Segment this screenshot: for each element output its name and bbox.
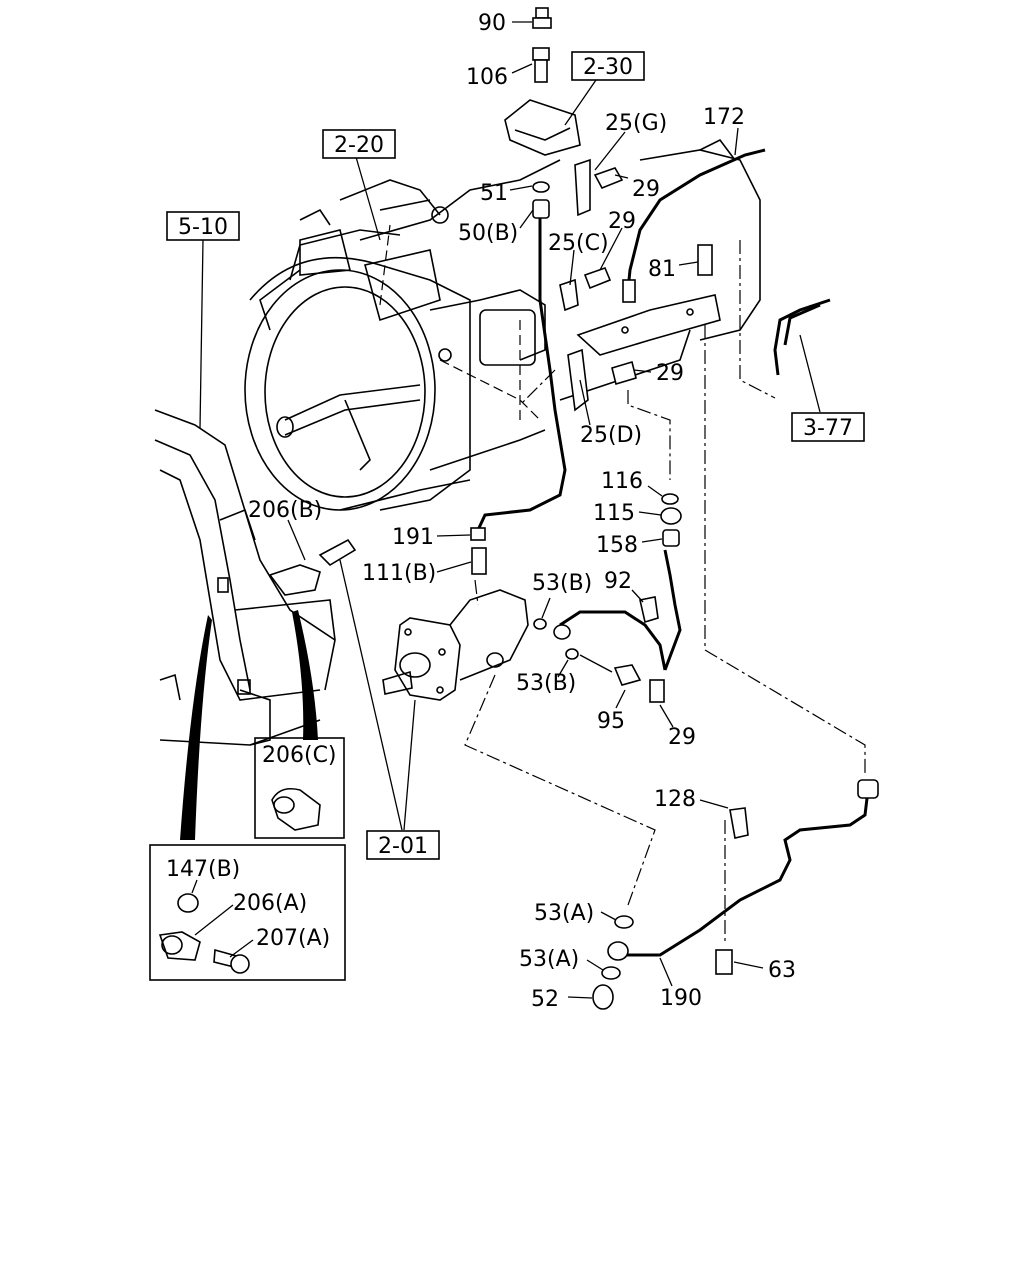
label-95: 95 bbox=[597, 709, 625, 734]
label-81: 81 bbox=[648, 257, 676, 282]
ref-5-10: 5-10 bbox=[178, 215, 228, 240]
pipes bbox=[476, 148, 870, 957]
label-50b: 50(B) bbox=[458, 221, 518, 246]
label-25d: 25(D) bbox=[580, 423, 642, 448]
part-106 bbox=[532, 47, 550, 83]
label-53a-1: 53(A) bbox=[534, 901, 594, 926]
reference-boxes: 2-30 2-20 5-10 3-77 2-01 bbox=[149, 51, 865, 981]
transmission-housing bbox=[244, 138, 761, 511]
ref-box-3-77 bbox=[791, 412, 865, 442]
label-52: 52 bbox=[531, 987, 559, 1012]
label-172: 172 bbox=[703, 105, 745, 130]
ref-box-5-10 bbox=[166, 211, 240, 241]
part-90 bbox=[532, 7, 552, 29]
label-51: 51 bbox=[480, 181, 508, 206]
label-25g: 25(G) bbox=[605, 111, 667, 136]
label-147b: 147(B) bbox=[166, 857, 240, 882]
label-29-d: 29 bbox=[668, 725, 696, 750]
label-53a-2: 53(A) bbox=[519, 947, 579, 972]
label-92: 92 bbox=[604, 569, 632, 594]
ref-box-2-20 bbox=[322, 129, 396, 159]
label-90: 90 bbox=[478, 11, 506, 36]
part-labels: 90 106 25(G) 172 29 51 50(B) 29 25(C) 81… bbox=[166, 11, 796, 1012]
detail-box-206c bbox=[254, 737, 345, 839]
label-206b: 206(B) bbox=[248, 498, 322, 523]
detail-connector-147 bbox=[180, 615, 212, 840]
label-158: 158 bbox=[596, 533, 638, 558]
label-116: 116 bbox=[601, 469, 643, 494]
parts bbox=[158, 7, 879, 1010]
label-29-b: 29 bbox=[608, 209, 636, 234]
label-25c: 25(C) bbox=[548, 231, 609, 256]
ref-2-30: 2-30 bbox=[583, 55, 633, 80]
ref-2-20: 2-20 bbox=[334, 133, 384, 158]
label-115: 115 bbox=[593, 501, 635, 526]
label-206a: 206(A) bbox=[233, 891, 307, 916]
label-53b-1: 53(B) bbox=[532, 571, 592, 596]
leader-lines bbox=[191, 21, 866, 999]
ref-box-2-30 bbox=[571, 51, 645, 81]
label-53b-2: 53(B) bbox=[516, 671, 576, 696]
clutch-booster bbox=[382, 589, 529, 701]
ref-2-01: 2-01 bbox=[378, 834, 428, 859]
label-106: 106 bbox=[466, 65, 508, 90]
ref-box-2-01 bbox=[366, 830, 440, 860]
label-191: 191 bbox=[392, 525, 434, 550]
label-190: 190 bbox=[660, 986, 702, 1011]
label-63: 63 bbox=[768, 958, 796, 983]
label-128: 128 bbox=[654, 787, 696, 812]
detail-connector-206c bbox=[292, 610, 318, 740]
label-29-a: 29 bbox=[632, 177, 660, 202]
ref-3-77: 3-77 bbox=[803, 416, 853, 441]
label-111b: 111(B) bbox=[362, 561, 436, 586]
label-206c: 206(C) bbox=[262, 743, 337, 768]
detail-box-147b bbox=[149, 844, 346, 981]
label-29-c: 29 bbox=[656, 361, 684, 386]
label-207a: 207(A) bbox=[256, 926, 330, 951]
